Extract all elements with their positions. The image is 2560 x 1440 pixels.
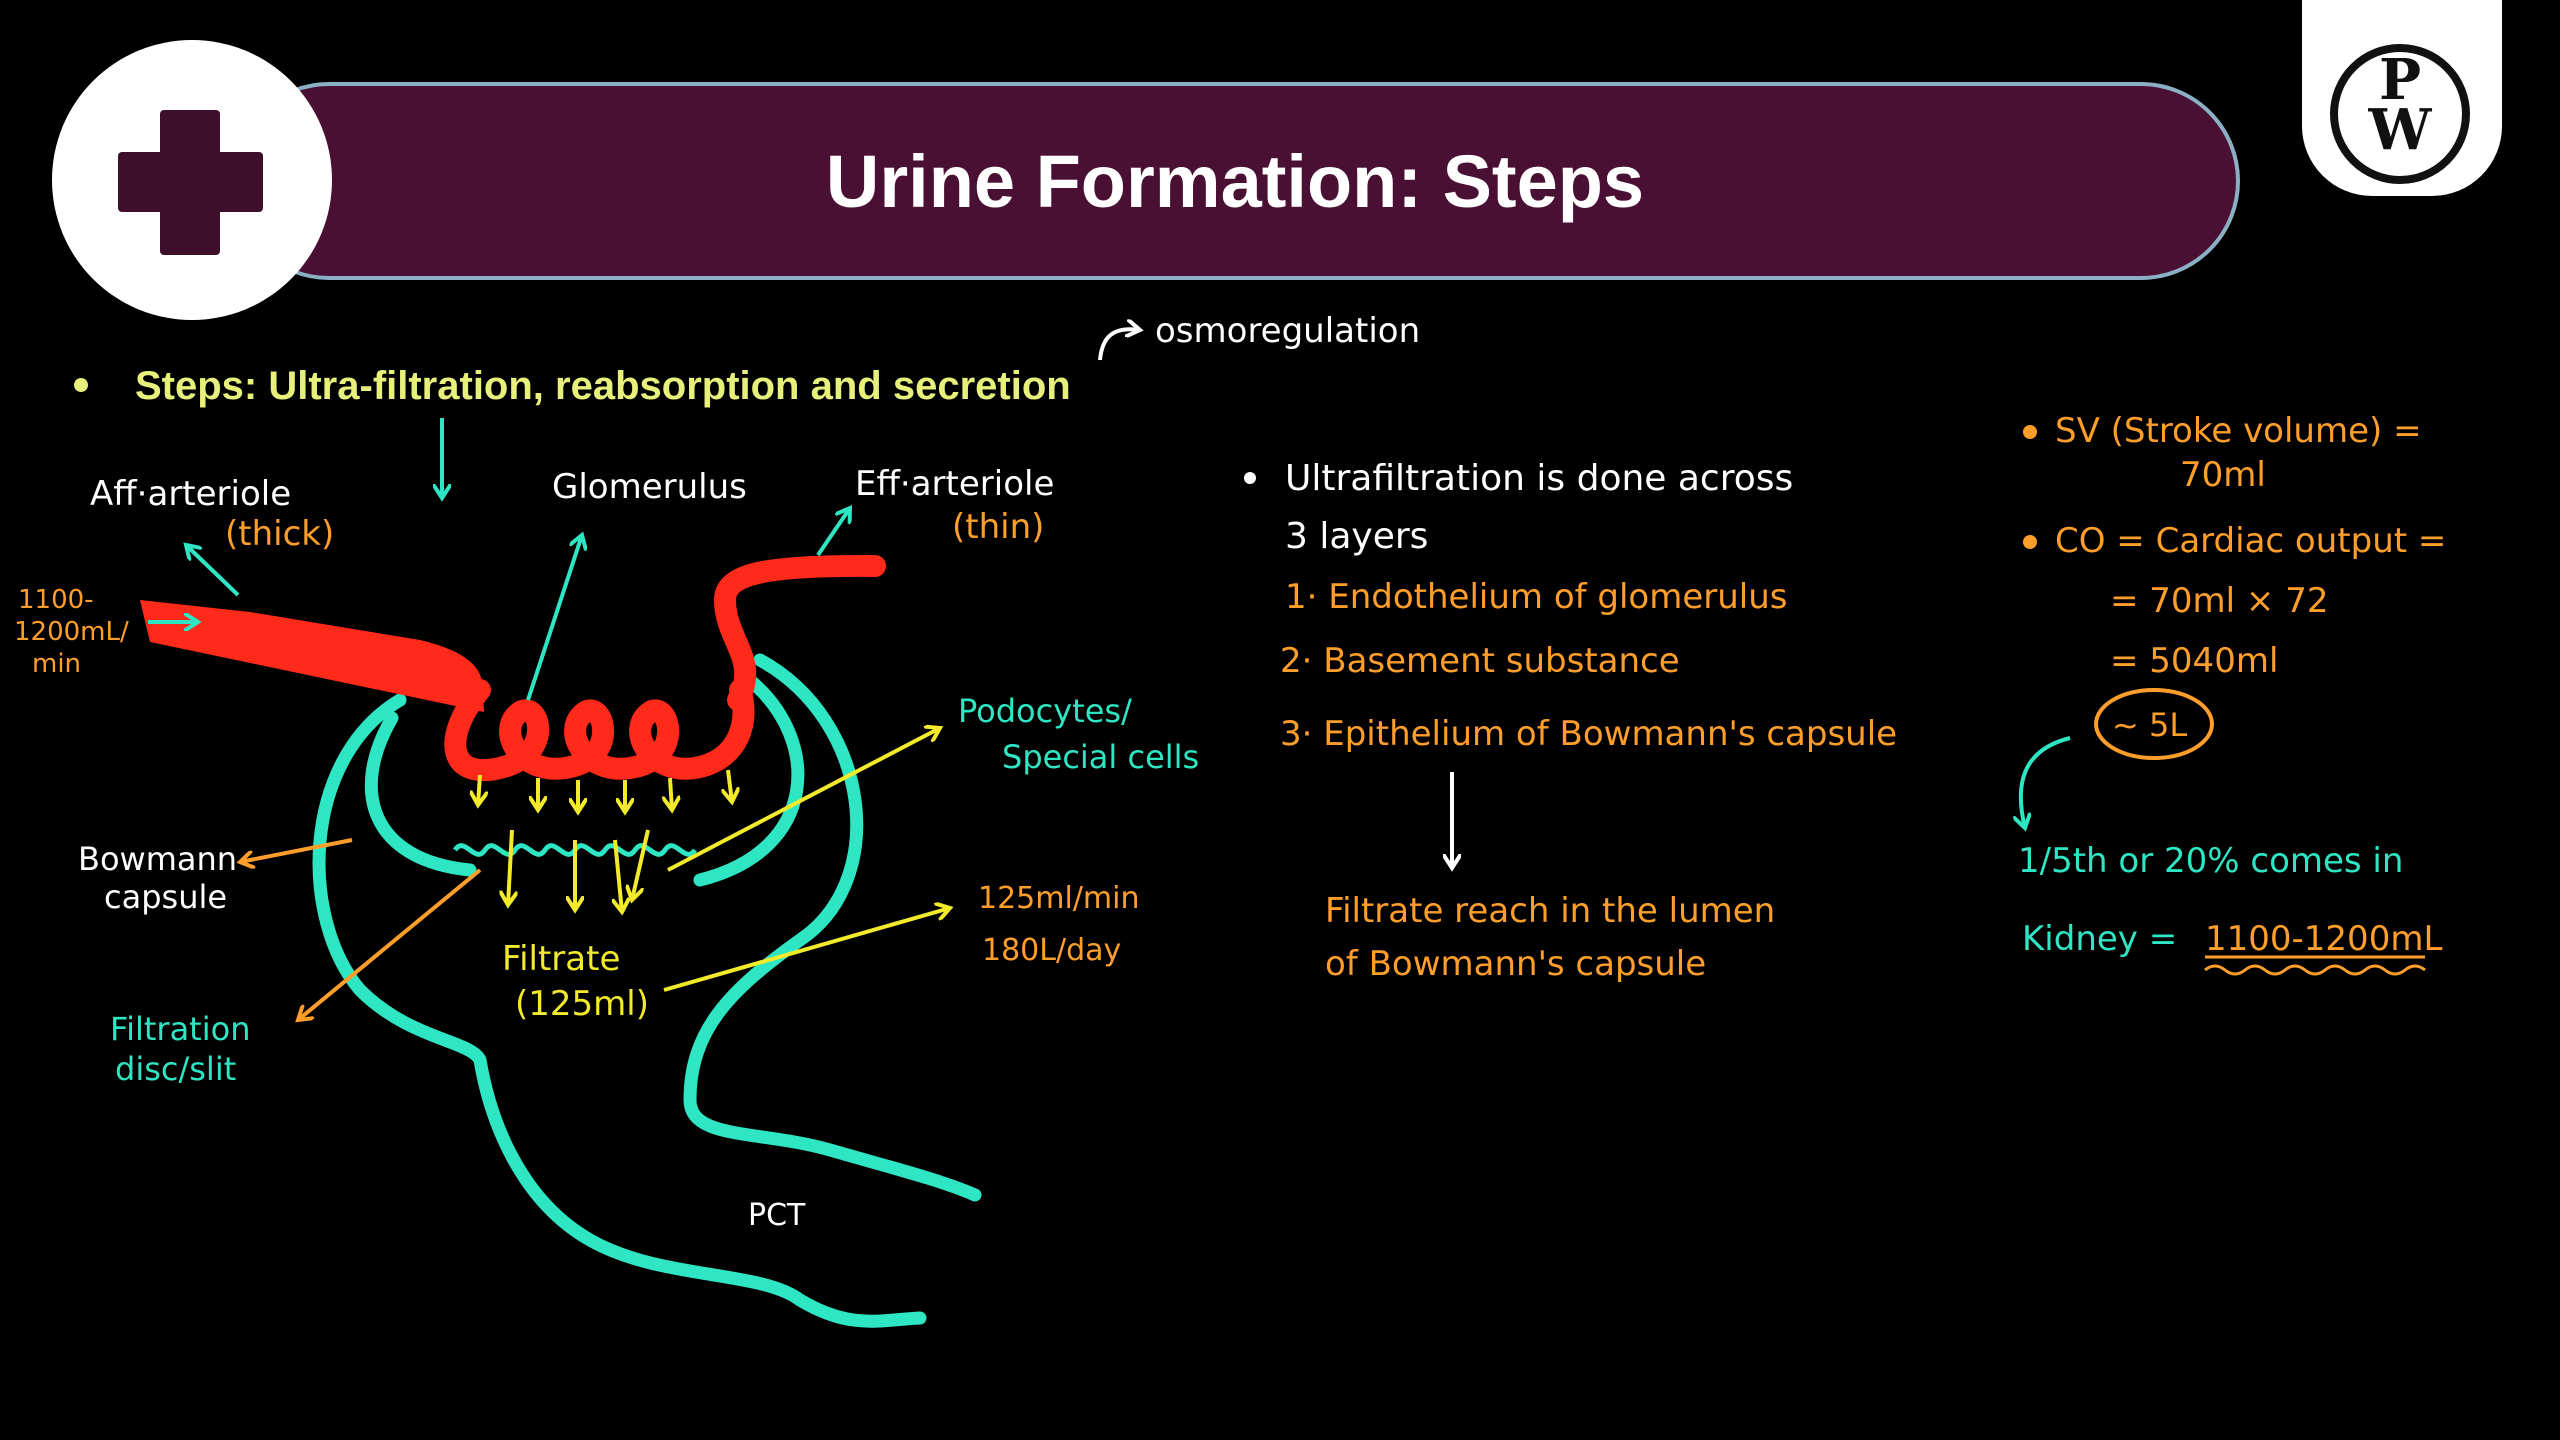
stroke-volume-line-1: SV (Stroke volume) =	[2055, 411, 2422, 451]
pw-logo-letter-w: W	[2368, 97, 2432, 163]
pw-logo-letter-p: P	[2378, 47, 2422, 113]
aff-pointer-arrow	[186, 545, 240, 597]
filtration-slit-label-1: Filtration	[110, 1010, 250, 1048]
thin-label: (thin)	[952, 507, 1044, 547]
co-bullet	[2023, 535, 2037, 549]
sv-bullet	[2023, 425, 2037, 439]
plus-horizontal-bar	[118, 152, 263, 212]
podocytes-label-2: Special cells	[1002, 738, 1199, 776]
pct-label: PCT	[748, 1198, 806, 1233]
layer-item-3: 3· Epithelium of Bowmann's capsule	[1280, 714, 1897, 754]
glomerulus-pointer-arrow	[526, 535, 582, 701]
layer-item-2: 2· Basement substance	[1280, 641, 1680, 681]
flow-label-1: 1100-	[18, 585, 94, 615]
filtrate-label-1: Filtrate	[502, 939, 620, 979]
glomerulus-coil-shape	[444, 679, 755, 781]
bowmann-pointer-arrow	[240, 838, 353, 862]
fraction-line-1: 1/5th or 20% comes in	[2018, 841, 2403, 881]
approx-circle	[2094, 688, 2214, 760]
title-banner	[230, 82, 2240, 280]
bowmann-label-2: capsule	[104, 878, 227, 916]
cardiac-output-line-3: = 5040ml	[2110, 641, 2278, 681]
capsule-inner-wall-left	[364, 711, 477, 877]
bowmann-label-1: Bowmann	[78, 840, 237, 878]
podocyte-pointer-arrow	[667, 728, 940, 872]
osmoregulation-note: osmoregulation	[1155, 311, 1420, 351]
kidney-value: 1100-1200mL	[2205, 919, 2442, 959]
ultrafiltration-line-2: 3 layers	[1285, 516, 1428, 557]
capsule-inner-wall-right	[693, 675, 805, 887]
filtrate-rate-pointer-arrow	[663, 908, 950, 992]
result-line-2: of Bowmann's capsule	[1325, 944, 1706, 984]
glomerulus-label: Glomerulus	[552, 467, 747, 507]
steps-bullet	[74, 378, 88, 392]
filtration-slit-label-2: disc/slit	[115, 1050, 236, 1088]
ultrafiltration-bullet	[1244, 472, 1256, 484]
capsule-outer-wall-right	[683, 653, 982, 1202]
ultrafiltration-line-1: Ultrafiltration is done across	[1285, 458, 1793, 499]
filtrate-rate-label-2: 180L/day	[982, 933, 1121, 968]
cardiac-output-line-1: CO = Cardiac output =	[2055, 521, 2446, 561]
approx-value: ~ 5L	[2112, 706, 2187, 744]
filtrate-label-2: (125ml)	[515, 984, 649, 1024]
efferent-arteriole-shape	[713, 554, 886, 711]
page-title: Urine Formation: Steps	[825, 139, 1645, 223]
thick-label: (thick)	[225, 514, 334, 554]
filtrate-rate-label-1: 125ml/min	[978, 881, 1140, 916]
flow-label-2: 1200mL/	[14, 617, 129, 647]
aff-arteriole-label: Aff·arteriole	[90, 474, 291, 514]
layer-item-1: 1· Endothelium of glomerulus	[1285, 577, 1788, 617]
filtration-slit-pointer-arrow	[298, 868, 482, 1020]
flow-label-3: min	[32, 649, 81, 679]
pw-logo-ring	[2330, 44, 2470, 184]
stroke-volume-line-2: 70ml	[2180, 455, 2266, 495]
filtrate-drop-arrows	[478, 769, 732, 912]
approx-hook-arrow	[2021, 736, 2071, 828]
cardiac-output-line-2: = 70ml × 72	[2110, 581, 2329, 621]
result-line-1: Filtrate reach in the lumen	[1325, 891, 1775, 931]
bowmann-capsule-shape	[312, 653, 982, 1328]
steps-heading: Steps: Ultra-filtration, reabsorption an…	[135, 364, 1071, 408]
afferent-arteriole-shape	[140, 600, 484, 712]
eff-arteriole-label: Eff·arteriole	[855, 464, 1054, 504]
kidney-value-wavy-underline	[2204, 964, 2426, 976]
eff-pointer-arrow	[816, 508, 850, 557]
podocytes-label-1: Podocytes/	[958, 692, 1132, 730]
capsule-outer-wall-left	[312, 693, 927, 1328]
fraction-line-2: Kidney =	[2022, 919, 2177, 959]
osmoregulation-hook-arrow	[1098, 329, 1140, 361]
